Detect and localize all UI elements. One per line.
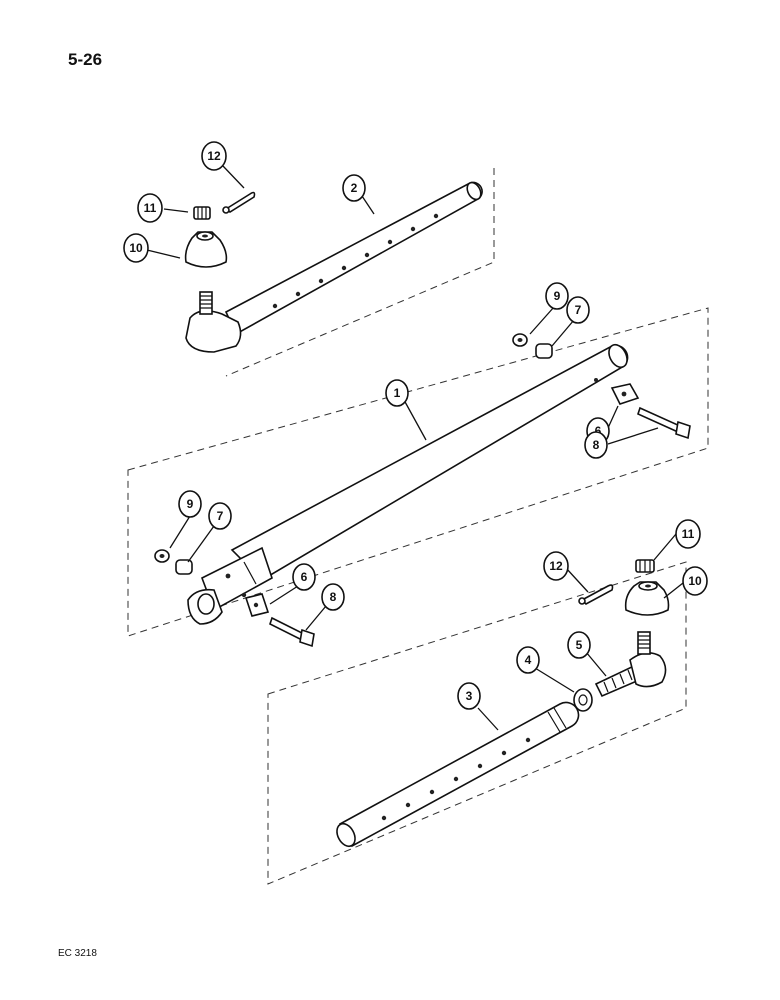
callout-label: 6 (595, 424, 602, 438)
callout-label: 12 (549, 559, 563, 573)
upper-tube-assembly (185, 181, 483, 353)
callout-7-right: 7 (566, 296, 590, 324)
callout-6-left: 6 (292, 563, 316, 591)
assembly-boundaries (127, 168, 709, 885)
bushings-right (512, 333, 553, 359)
callout-8-left: 8 (321, 583, 345, 611)
callout-label: 8 (330, 590, 337, 604)
callout-label: 2 (351, 181, 358, 195)
callout-label: 11 (682, 527, 695, 541)
callout-1: 1 (385, 379, 409, 407)
callout-label: 11 (144, 201, 157, 215)
callout-5: 5 (567, 631, 591, 659)
callout-10-lower: 10 (682, 566, 708, 596)
callout-label: 7 (217, 509, 224, 523)
callout-3: 3 (457, 682, 481, 710)
clamp-block-right (610, 383, 640, 405)
callout-label: 9 (554, 289, 561, 303)
bushings-left (154, 549, 193, 575)
cotter-pin-upper (222, 191, 256, 214)
callout-11-upper: 11 (137, 193, 163, 223)
callout-label: 5 (576, 638, 583, 652)
callout-11-lower: 11 (675, 519, 701, 549)
callout-label: 3 (466, 689, 473, 703)
clamp-block-left (244, 593, 270, 617)
main-cross-tube (187, 343, 629, 625)
callout-2: 2 (342, 174, 366, 202)
callout-4: 4 (516, 646, 540, 674)
lower-tube (336, 701, 580, 848)
callout-10-upper: 10 (123, 233, 149, 263)
page-number: 5-26 (68, 50, 103, 69)
callout-9-left: 9 (178, 490, 202, 518)
bolt-right (637, 406, 691, 440)
callout-label: 9 (187, 497, 194, 511)
bolt-left (269, 616, 315, 648)
dust-boot-lower (624, 581, 670, 616)
callout-7-left: 7 (208, 502, 232, 530)
castle-nut-upper (193, 206, 211, 220)
callout-12-lower: 12 (543, 551, 569, 581)
dust-boot-upper (184, 231, 228, 268)
cotter-pin-lower (578, 584, 614, 605)
callout-label: 8 (593, 438, 600, 452)
callout-8-right: 8 (584, 431, 608, 459)
callout-label: 4 (525, 653, 532, 667)
callout-9-right: 9 (545, 282, 569, 310)
callout-label: 12 (207, 149, 221, 163)
callout-label: 10 (129, 241, 143, 255)
leader-lines (146, 165, 684, 731)
lock-nut (573, 688, 593, 712)
tie-rod-end (594, 631, 667, 698)
callout-label: 6 (301, 570, 308, 584)
document-code: EC 3218 (58, 948, 97, 959)
callout-label: 7 (575, 303, 582, 317)
callout-12-upper: 12 (201, 141, 227, 171)
callout-label: 1 (394, 386, 401, 400)
callout-label: 10 (688, 574, 702, 588)
castle-nut-lower (635, 559, 655, 573)
